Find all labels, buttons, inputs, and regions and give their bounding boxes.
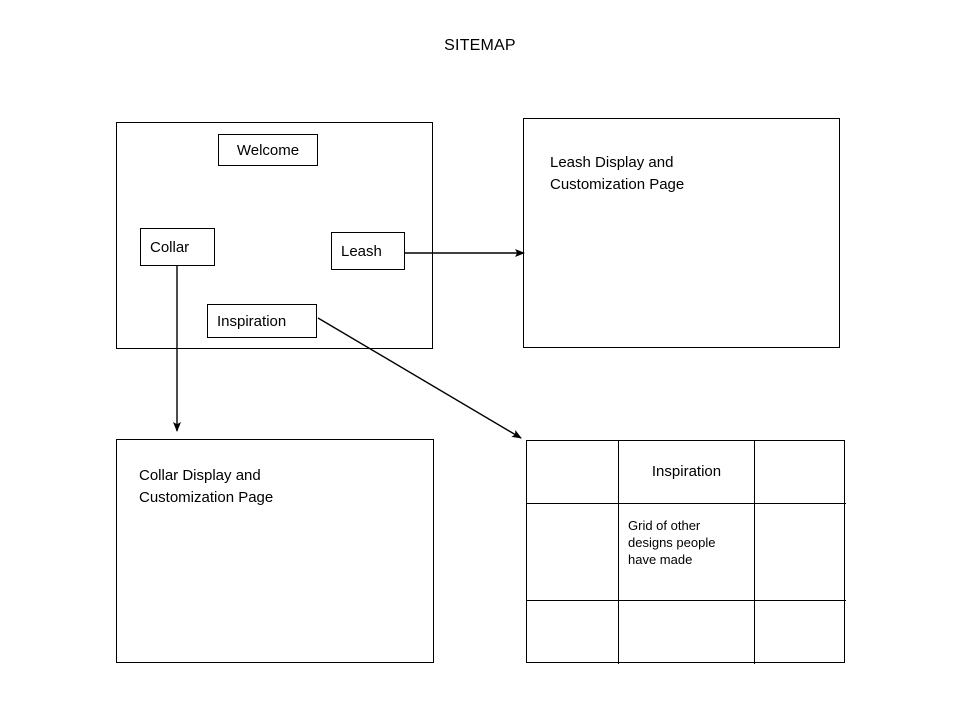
inspiration-page-grid[interactable]: Inspiration Grid of other designs people… (526, 440, 846, 664)
grid-cell-r2c3[interactable] (755, 504, 846, 601)
inspiration-grid-description: Grid of other designs people have made (628, 518, 716, 567)
page-title: SITEMAP (444, 37, 516, 54)
grid-cell-r1c2[interactable]: Inspiration (619, 441, 755, 504)
node-collar[interactable]: Collar (140, 228, 215, 266)
node-inspiration[interactable]: Inspiration (207, 304, 317, 338)
inspiration-grid-title: Inspiration (651, 463, 722, 480)
leash-page-text: Leash Display and Customization Page (550, 154, 685, 193)
grid-cell-r1c1[interactable] (527, 441, 619, 504)
grid-cell-r2c2[interactable]: Grid of other designs people have made (619, 504, 755, 601)
grid-cell-r2c1[interactable] (527, 504, 619, 601)
collar-detail-page-frame[interactable]: Collar Display and Customization Page (116, 439, 434, 663)
collar-page-text: Collar Display and Customization Page (139, 467, 274, 506)
node-welcome-label: Welcome (236, 141, 300, 159)
leash-detail-page-frame[interactable]: Leash Display and Customization Page (523, 118, 840, 348)
node-inspiration-label: Inspiration (217, 312, 287, 330)
grid-cell-r3c2[interactable] (619, 601, 755, 664)
node-leash[interactable]: Leash (331, 232, 405, 270)
grid-cell-r1c3[interactable] (755, 441, 846, 504)
grid-cell-r3c3[interactable] (755, 601, 846, 664)
node-welcome[interactable]: Welcome (218, 134, 318, 166)
grid-cell-r3c1[interactable] (527, 601, 619, 664)
node-collar-label: Collar (150, 238, 190, 256)
node-leash-label: Leash (341, 242, 382, 260)
